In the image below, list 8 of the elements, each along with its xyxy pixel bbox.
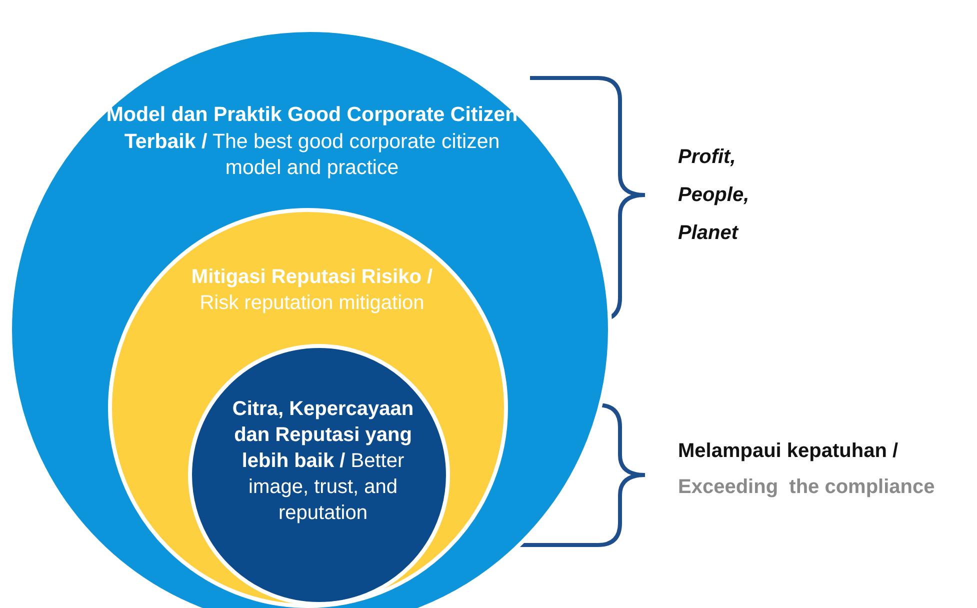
side-label: Melampaui kepatuhan / [678, 440, 898, 463]
circle-label: Citra, Kepercayaan dan Reputasi yang lebih baik / Better image, trust, and reputation [231, 397, 415, 526]
side-label: Profit, [678, 146, 736, 169]
circle-label: Mitigasi Reputasi Risiko / Risk reputation mitigation [190, 265, 434, 316]
side-label: People, [678, 184, 750, 207]
circle-label: Model dan Praktik Good Corporate Citizen Terbaik / The best good corporate citizen model and practice [105, 102, 519, 182]
side-label: Planet [678, 222, 738, 245]
side-label: Exceeding the compliance [678, 476, 935, 499]
